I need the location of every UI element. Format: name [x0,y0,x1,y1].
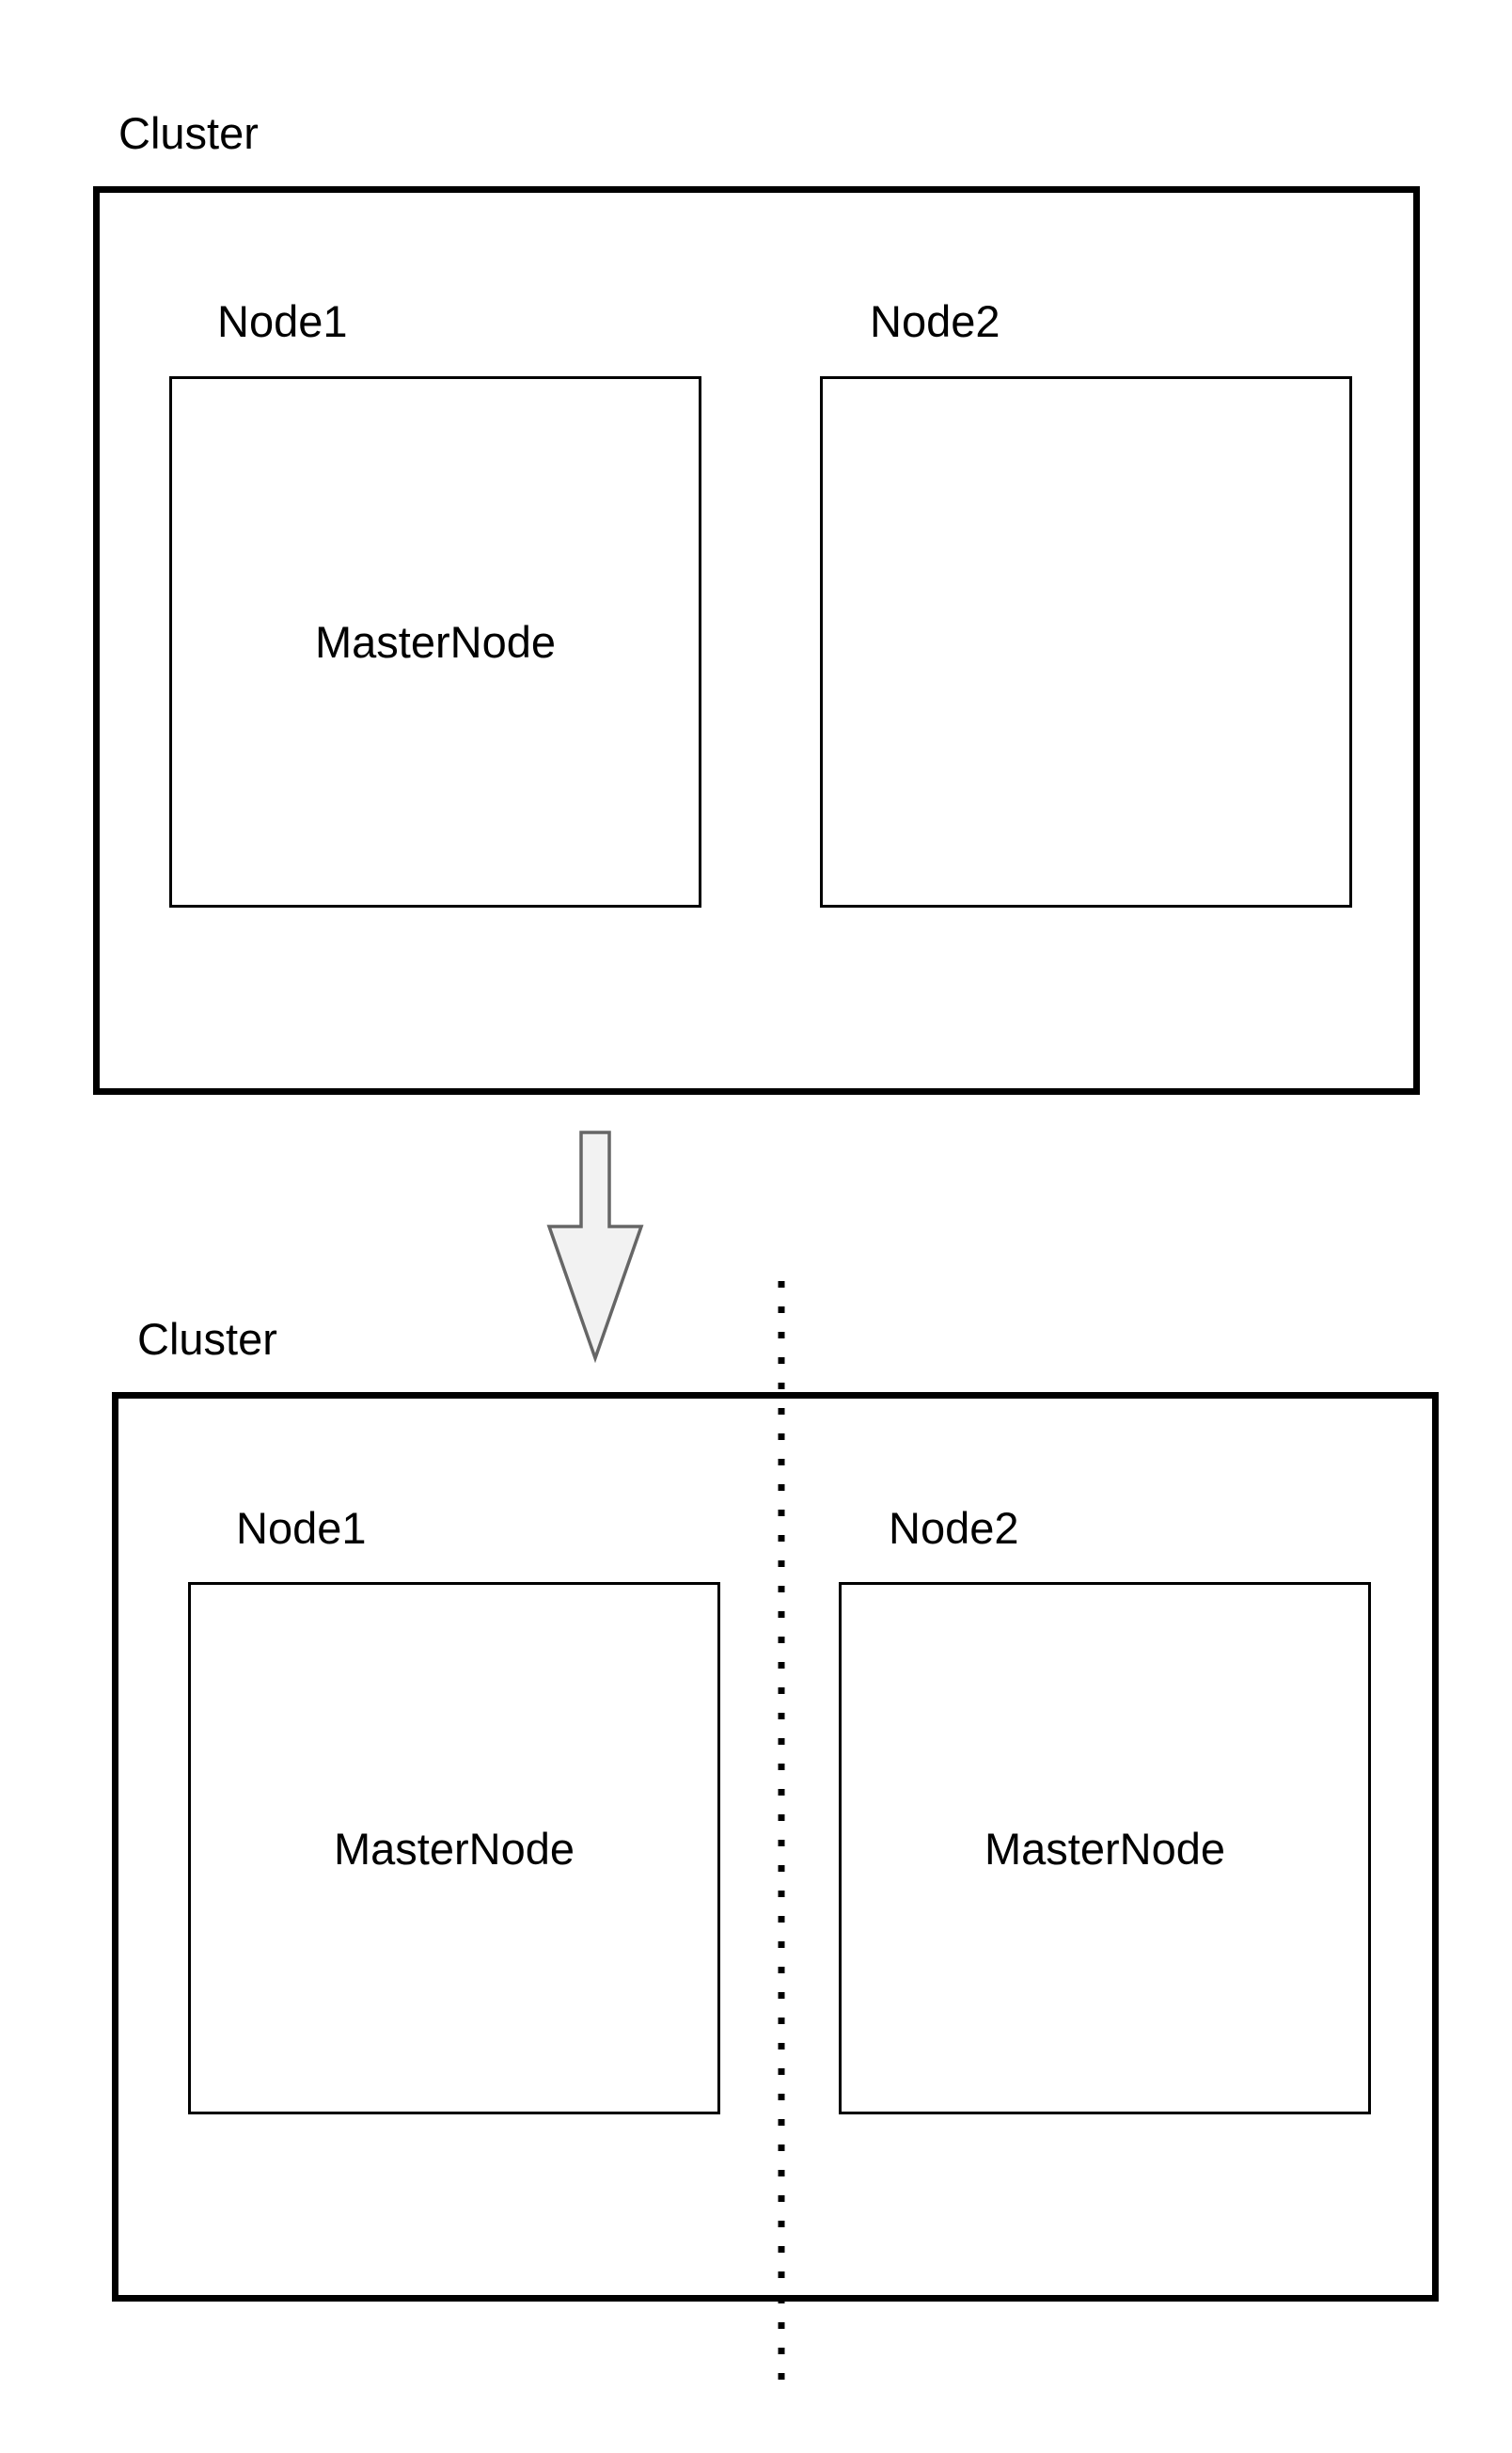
node2-box-after: MasterNode [839,1582,1371,2114]
down-arrow-icon [546,1131,644,1364]
node2-label-after: Node2 [889,1503,1019,1553]
cluster-box-before [93,186,1420,1095]
node1-label-after: Node1 [236,1503,367,1553]
node1-master-label-before: MasterNode [315,617,556,667]
node1-master-label-after: MasterNode [334,1823,575,1874]
cluster-label-after: Cluster [137,1314,277,1364]
node1-box-before: MasterNode [169,376,701,908]
cluster-box-after [112,1392,1439,2302]
node2-box-before [820,376,1352,908]
node2-master-label-after: MasterNode [984,1823,1225,1874]
node1-box-after: MasterNode [188,1582,720,2114]
node1-label-before: Node1 [217,296,348,346]
node2-label-before: Node2 [870,296,1000,346]
cluster-label-before: Cluster [118,108,259,158]
